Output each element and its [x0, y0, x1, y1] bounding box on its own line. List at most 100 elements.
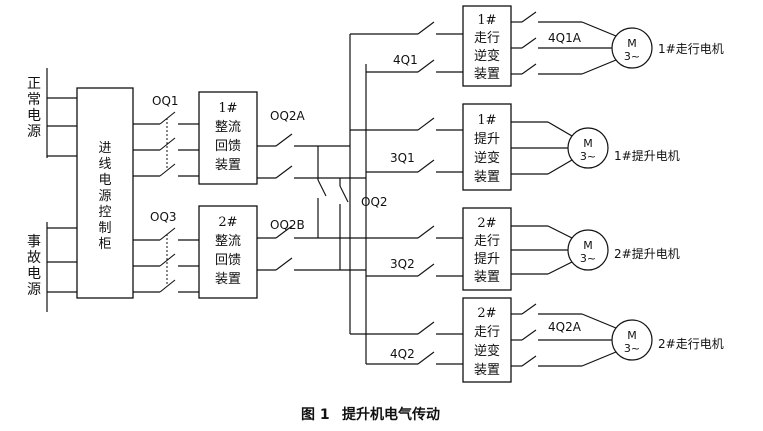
inverter-3-line-2: 走行	[474, 234, 500, 249]
rectifier-2: 2# 整流 回馈 装置	[198, 205, 258, 299]
inverter-4: 2# 走行 逆变 装置	[462, 297, 512, 383]
rectifier-1-line-3: 回馈	[215, 139, 241, 154]
caption-title: 提升机电气传动	[342, 406, 440, 423]
inverter-3-line-3: 提升	[474, 251, 500, 267]
inverter-3-box	[462, 207, 512, 291]
cabinet-char-7: 柜	[98, 237, 111, 252]
motor-4-circle	[611, 319, 653, 361]
q4-2a-switch: 4Q2A	[511, 303, 617, 367]
emergency-source-char-2: 故	[27, 250, 41, 266]
normal-source-char-3: 电	[27, 108, 41, 124]
inverter-2-line-1: 1#	[477, 113, 496, 128]
inverter-3-output	[511, 225, 573, 275]
4q1a-label: 4Q1A	[548, 31, 582, 45]
emergency-source-char-3: 电	[27, 266, 41, 282]
rectifier-2-line-2: 整流	[215, 234, 241, 249]
motor-3-circle	[567, 229, 609, 271]
motor-1-symbol: M	[627, 37, 637, 50]
motor-4: M 3~ 2#走行电机	[611, 319, 724, 361]
motor-3-symbol: M	[583, 239, 593, 252]
motor-1-label: 1#走行电机	[658, 42, 724, 56]
oq2b-switch: OQ2B	[257, 218, 366, 271]
oq3-label: OQ3	[150, 210, 177, 224]
3q1-label: 3Q1	[390, 151, 415, 165]
rectifier-1-line-4: 装置	[215, 158, 241, 173]
oq2-label: OQ2	[361, 195, 388, 209]
inverter-4-line-4: 装置	[474, 363, 500, 378]
rectifier-2-line-4: 装置	[215, 272, 241, 287]
inverter-1-line-3: 逆变	[474, 48, 500, 64]
figure-caption: 图 1 提升机电气传动	[301, 406, 440, 423]
rectifier-1-box	[198, 91, 258, 185]
motor-3-label: 2#提升电机	[614, 246, 680, 261]
cabinet-char-5: 控	[98, 205, 111, 220]
oq3-breaker: OQ3	[133, 210, 199, 293]
rectifier-1: 1# 整流 回馈 装置	[198, 91, 258, 185]
rectifier-2-line-3: 回馈	[215, 253, 241, 268]
motor-3-phase: 3~	[580, 252, 596, 265]
motor-2-label: 1#提升电机	[614, 148, 680, 163]
rectifier-1-line-1: 1#	[218, 101, 237, 116]
motor-2-phase: 3~	[580, 150, 596, 163]
4q1-label: 4Q1	[393, 53, 418, 67]
motor-2: M 3~ 1#提升电机	[567, 127, 680, 169]
inverter-2-line-4: 装置	[474, 170, 500, 185]
motor-4-phase: 3~	[624, 342, 640, 355]
motor-3: M 3~ 2#提升电机	[567, 229, 680, 271]
q3-2-switch: 3Q2	[350, 225, 463, 277]
caption-number: 图 1	[301, 407, 330, 423]
oq2-tie-switch: OQ2	[317, 146, 388, 270]
motor-2-symbol: M	[583, 137, 593, 150]
inverter-4-line-1: 2#	[477, 306, 496, 321]
inverter-2-line-3: 逆变	[474, 150, 500, 166]
normal-source-char-4: 源	[27, 124, 41, 140]
normal-source-char-2: 常	[27, 92, 41, 108]
inverter-3-line-1: 2#	[477, 216, 496, 231]
oq1-breaker: OQ1	[133, 94, 199, 177]
cabinet-char-4: 源	[98, 189, 111, 204]
inverter-1-line-2: 走行	[474, 31, 500, 46]
oq2a-switch: OQ2A	[257, 109, 366, 179]
motor-4-label: 2#走行电机	[658, 337, 724, 351]
normal-power-source: 正 常 电 源	[27, 68, 77, 158]
inverter-1: 1# 走行 逆变 装置	[462, 5, 512, 87]
inverter-2-line-2: 提升	[474, 131, 500, 147]
motor-1: M 3~ 1#走行电机	[611, 27, 724, 69]
4q2-label: 4Q2	[390, 347, 415, 361]
inverter-4-box	[462, 297, 512, 383]
emergency-power-source: 事 故 电 源	[27, 222, 77, 312]
emergency-source-char-4: 源	[27, 282, 41, 298]
inverter-1-line-1: 1#	[477, 13, 496, 28]
3q2-label: 3Q2	[390, 257, 415, 271]
inverter-2: 1# 提升 逆变 装置	[462, 103, 512, 191]
inverter-4-line-2: 走行	[474, 325, 500, 340]
inverter-3-line-4: 装置	[474, 270, 500, 285]
control-cabinet-box	[76, 87, 134, 299]
control-cabinet: 进 线 电 源 控 制 柜	[76, 87, 134, 299]
inverter-4-line-3: 逆变	[474, 343, 500, 359]
cabinet-char-1: 进	[98, 141, 111, 156]
inverter-1-line-4: 装置	[474, 67, 500, 82]
motor-2-circle	[567, 127, 609, 169]
cabinet-char-6: 制	[98, 221, 111, 236]
rectifier-1-line-2: 整流	[215, 120, 241, 135]
q3-1-switch: 3Q1	[350, 117, 463, 173]
oq2a-label: OQ2A	[270, 109, 306, 123]
inverter-2-output	[511, 121, 573, 175]
4q2a-label: 4Q2A	[548, 320, 582, 334]
q4-2-switch: 4Q2	[350, 321, 463, 365]
q4-1a-switch: 4Q1A	[511, 11, 617, 75]
inverter-1-box	[462, 5, 512, 87]
cabinet-char-3: 电	[98, 173, 111, 188]
oq1-label: OQ1	[152, 94, 179, 108]
inverter-2-box	[462, 103, 512, 191]
cabinet-char-2: 线	[98, 157, 111, 172]
rectifier-2-line-1: 2#	[218, 215, 237, 230]
motor-1-phase: 3~	[624, 50, 640, 63]
rectifier-2-box	[198, 205, 258, 299]
motor-1-circle	[611, 27, 653, 69]
motor-4-symbol: M	[627, 329, 637, 342]
q4-1-switch: 4Q1	[350, 21, 463, 73]
oq2b-label: OQ2B	[270, 218, 305, 232]
